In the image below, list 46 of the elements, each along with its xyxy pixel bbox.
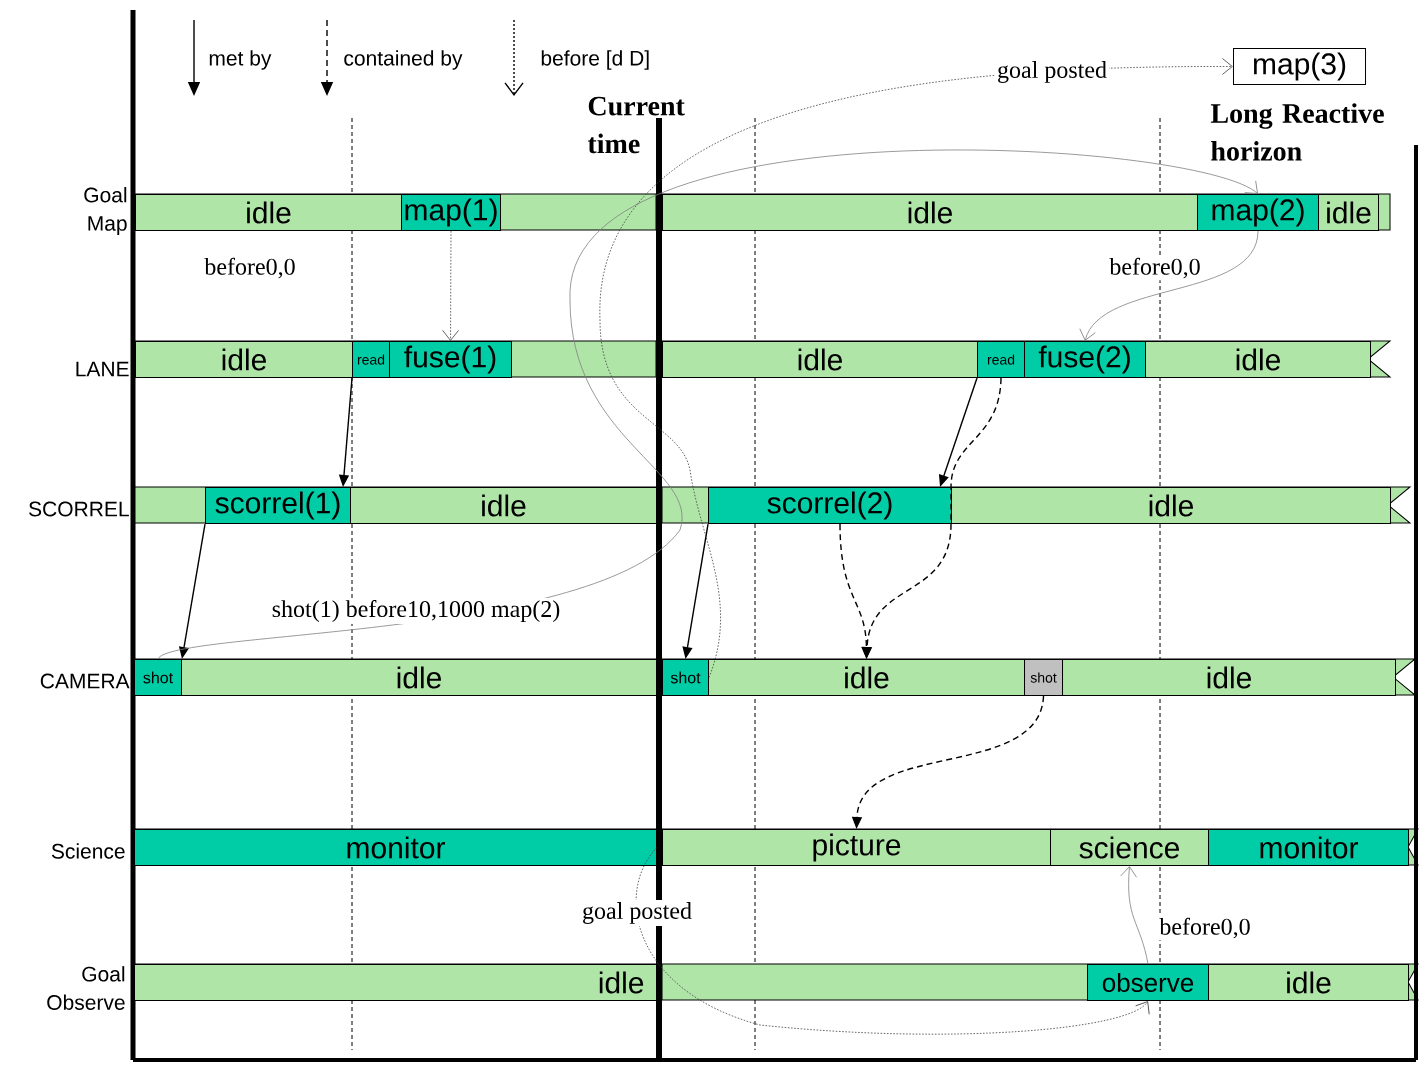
activity-segment: idle	[708, 659, 1025, 696]
legend-text: met by	[209, 50, 272, 70]
activity-segment: monitor	[1208, 829, 1409, 866]
arrow	[1079, 230, 1259, 341]
legend-text: contained by	[344, 50, 463, 70]
arrow	[157, 149, 1258, 660]
activity-segment: idle	[1208, 964, 1409, 1001]
activity-segment: idle	[135, 194, 402, 231]
activity-segment: map(1)	[401, 194, 501, 231]
legend-text: before [d D]	[541, 50, 649, 70]
time-box: map(3)	[1233, 48, 1366, 85]
activity-segment: idle	[135, 341, 353, 378]
edge-label: shot(1) before10,1000 map(2)	[269, 598, 563, 624]
activity-segment: idle	[181, 659, 657, 696]
row-label: CAMERA	[40, 673, 130, 689]
activity-segment: idle	[1145, 341, 1371, 378]
row-label: SCORREL	[29, 501, 129, 517]
edge-label: goal posted	[995, 59, 1109, 85]
activity-segment: scorrel(1)	[205, 487, 351, 524]
edge-label: before0,0	[1107, 255, 1203, 281]
activity-segment: scorrel(2)	[708, 487, 952, 524]
activity-segment: idle	[662, 194, 1198, 231]
activity-segment: read	[352, 341, 390, 378]
arrow	[599, 58, 1233, 678]
arrow	[635, 847, 1150, 1035]
activity-segment: shot	[134, 659, 182, 696]
activity-segment: shot	[662, 659, 709, 696]
activity-segment: idle	[951, 487, 1391, 524]
edge-label: goal posted	[580, 900, 694, 926]
activity-segment: map(2)	[1197, 194, 1319, 231]
arrow	[1120, 866, 1149, 965]
activity-segment: idle	[350, 487, 657, 524]
activity-segment: read	[977, 341, 1025, 378]
heading: Current time	[587, 96, 685, 154]
activity-segment: shot	[1024, 659, 1063, 696]
activity-segment: idle	[1062, 659, 1396, 696]
arrow	[442, 230, 459, 341]
constraint-label: before0,0	[204, 257, 295, 279]
edge-label: before0,0	[1157, 915, 1253, 941]
heading: Long Reactive horizon	[1210, 103, 1384, 161]
activity-segment: observe	[1087, 964, 1209, 1001]
activity-segment: idle	[1318, 194, 1379, 231]
activity-segment: science	[1050, 829, 1209, 866]
activity-segment: idle	[134, 964, 657, 1001]
activity-segment: idle	[662, 341, 978, 378]
activity-segment: monitor	[134, 829, 657, 866]
